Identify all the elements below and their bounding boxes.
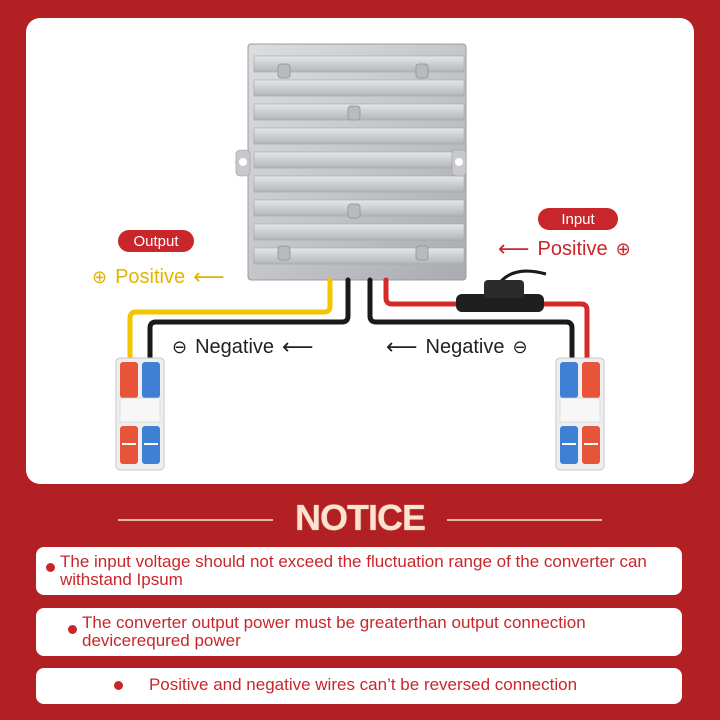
notice-divider-left — [118, 519, 273, 521]
input-pill: Input — [538, 208, 618, 230]
input-negative-label: ⟵ Negative ⊖ — [386, 336, 528, 359]
output-negative-text: Negative — [195, 336, 275, 358]
output-pill: Output — [118, 230, 194, 252]
notice-item: The input voltage should not exceed the … — [36, 547, 682, 595]
output-negative-label: ⊖ Negative ⟵ — [172, 336, 314, 359]
bullet-icon — [46, 563, 55, 572]
notice-item: The converter output power must be great… — [36, 608, 682, 656]
notice-item-text: The converter output power must be great… — [82, 613, 586, 650]
diagram-panel: Output Input ⊕ Positive ⟵ ⊖ Negative ⟵ ⟵… — [26, 18, 694, 484]
input-positive-label: ⟵ Positive ⊕ — [498, 238, 631, 261]
bullet-icon — [68, 625, 77, 634]
wiring-diagram — [115, 43, 605, 471]
notice-item-text: The input voltage should not exceed the … — [60, 552, 647, 589]
arrow-left-icon: ⟵ — [193, 264, 225, 290]
output-positive-label: ⊕ Positive ⟵ — [92, 266, 225, 289]
input-negative-text: Negative — [425, 336, 505, 358]
converter-module — [235, 43, 467, 281]
notice-item-text: Positive and negative wires can’t be rev… — [148, 675, 578, 694]
input-connector — [555, 357, 605, 471]
heatsink-fins — [253, 55, 465, 265]
arrow-left-icon: ⟵ — [282, 334, 314, 360]
input-negative-wire — [367, 277, 575, 367]
notice-item: Positive and negative wires can’t be rev… — [36, 668, 682, 704]
inline-fuse — [456, 269, 547, 312]
minus-icon: ⊖ — [172, 337, 188, 358]
output-negative-wire — [147, 277, 351, 367]
mounting-screws — [277, 63, 429, 261]
output-wires — [127, 277, 351, 367]
output-positive-wire — [127, 277, 333, 367]
plus-icon: ⊕ — [615, 239, 631, 260]
notice-divider-right — [447, 519, 602, 521]
notice-title: NOTICE — [294, 497, 426, 538]
output-connector — [115, 357, 165, 471]
plus-icon: ⊕ — [92, 267, 108, 288]
bullet-icon — [114, 681, 123, 690]
minus-icon: ⊖ — [512, 337, 528, 358]
input-positive-text: Positive — [537, 238, 608, 260]
arrow-left-icon: ⟵ — [498, 236, 530, 262]
arrow-left-icon: ⟵ — [386, 334, 418, 360]
output-positive-text: Positive — [115, 266, 186, 288]
